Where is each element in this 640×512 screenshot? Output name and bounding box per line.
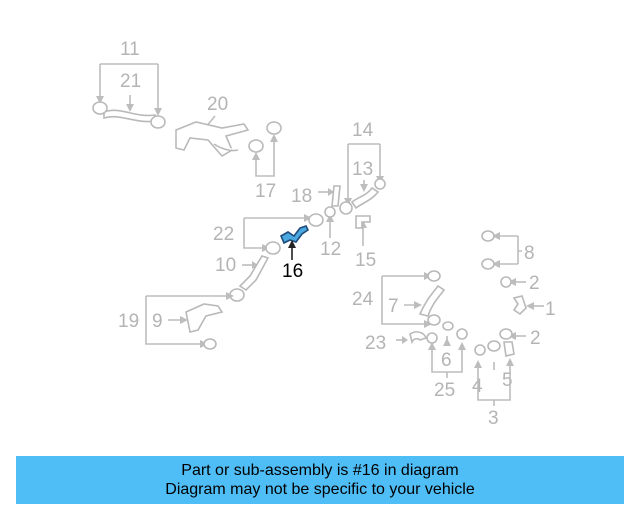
callout-5: 5 <box>502 370 513 391</box>
part-group-10: 10 <box>215 255 270 302</box>
callout-1: 1 <box>545 299 556 320</box>
callout-2a: 2 <box>529 273 540 294</box>
part-info-banner: Part or sub-assembly is #16 in diagram D… <box>16 456 624 504</box>
callout-24: 24 <box>352 289 374 310</box>
callout-19: 19 <box>118 311 139 332</box>
callout-22: 22 <box>213 224 234 245</box>
callout-11: 11 <box>120 39 140 60</box>
part-group-12-18: 14 13 18 12 15 <box>291 120 386 271</box>
callout-18: 18 <box>291 186 312 207</box>
callout-21: 21 <box>120 71 141 92</box>
callout-3: 3 <box>488 408 499 429</box>
part-group-8-1-2: 8 2 1 2 <box>481 230 556 349</box>
callout-8: 8 <box>524 243 535 264</box>
callout-9: 9 <box>152 311 163 332</box>
part-group-3-4-5: 4 5 3 <box>472 340 515 429</box>
callout-12: 12 <box>320 239 341 260</box>
callout-14: 14 <box>352 120 374 141</box>
callout-6: 6 <box>441 350 452 371</box>
banner-line-part: Part or sub-assembly is #16 in diagram <box>181 462 459 479</box>
callout-25: 25 <box>434 380 455 401</box>
callout-20: 20 <box>207 94 228 115</box>
part-group-11-21: 11 21 <box>92 39 166 129</box>
part-group-23-25: 24 7 23 6 25 <box>352 270 468 401</box>
callout-13: 13 <box>352 159 373 180</box>
part-group-17: 17 <box>248 121 282 202</box>
parts-diagram: 11 21 20 17 14 13 18 12 15 <box>92 39 556 429</box>
part-group-19-9: 19 9 <box>118 292 234 350</box>
part-group-20: 20 <box>175 94 250 158</box>
callout-17: 17 <box>255 181 276 202</box>
part-group-22: 22 <box>213 213 324 255</box>
callout-2b: 2 <box>530 328 541 349</box>
part-16-highlighted[interactable]: 16 <box>279 225 310 282</box>
callout-23: 23 <box>365 333 386 354</box>
callout-15: 15 <box>355 250 376 271</box>
callout-10: 10 <box>215 255 236 276</box>
banner-line-disclaimer: Diagram may not be specific to your vehi… <box>165 481 475 498</box>
callout-16: 16 <box>282 261 303 282</box>
callout-7: 7 <box>388 296 399 317</box>
